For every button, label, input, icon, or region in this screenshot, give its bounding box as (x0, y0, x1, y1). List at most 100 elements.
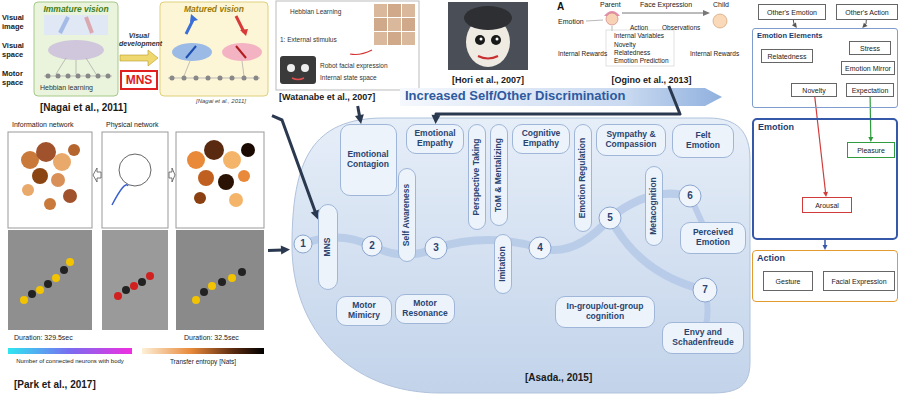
node-label: Relatedness (768, 53, 807, 60)
annotation-label: Action (630, 24, 648, 31)
node-label: ToM & Mentalizing (494, 138, 504, 212)
node-label: MNS (126, 73, 153, 87)
figure-panel: [Watanabe et al., 2007] (275, 0, 420, 106)
rect-art (388, 32, 401, 45)
node-label: MNS (323, 238, 333, 257)
ellipse-art (464, 6, 512, 30)
polygon-art (169, 168, 175, 182)
circle-art (66, 74, 71, 79)
stage-bubble: Metacognition (645, 166, 663, 246)
connector (823, 240, 828, 250)
node-label: Motor Resonance (400, 299, 450, 319)
node-label: Felt Emotion (678, 131, 728, 151)
circle-art (194, 76, 199, 81)
circle-art (53, 153, 71, 171)
node-label: Matured vision (160, 4, 268, 14)
circle-art (51, 173, 65, 187)
ellipse-art (48, 40, 104, 60)
connector (792, 20, 797, 28)
circle-art (713, 14, 727, 28)
callout-number: 4 (533, 241, 547, 255)
node-label: Stress (860, 45, 880, 52)
circle-art (242, 76, 247, 81)
rect-art (374, 18, 387, 31)
colorbar-label: Transfer entropy [Nats] (142, 358, 264, 365)
annotation-label: Emotion Prediction (614, 57, 669, 64)
path-art (292, 118, 750, 393)
node-label: Envy and Schadenfreude (668, 328, 738, 348)
rect-art (176, 132, 264, 228)
stage-bubble: Emotional Contagion (340, 124, 397, 196)
annotation-label: Visual development (119, 32, 159, 48)
circle-art (56, 74, 61, 79)
rect-art (388, 18, 401, 31)
circle-art (44, 198, 56, 210)
node-label: Cognitive Empathy (516, 129, 566, 149)
line-art (60, 17, 68, 33)
rect-art (402, 32, 415, 45)
banner-label: Increased Self/Other Discrimination (405, 89, 625, 104)
node-label: Emotion Elements (757, 31, 822, 40)
rect-art (160, 2, 268, 96)
group-box: Emotion ElementsRelatednessNoveltyStress… (752, 28, 898, 108)
connector-line (272, 116, 316, 213)
circle-art (287, 64, 295, 72)
circle-art (241, 143, 255, 157)
element-box: Relatedness (761, 49, 813, 63)
line-art (242, 61, 244, 76)
circle-art (119, 154, 151, 186)
annotation-label: Relatedness (614, 49, 650, 56)
path-art (478, 56, 498, 59)
rect-art (402, 4, 415, 17)
stage-bubble: MNS (318, 204, 338, 290)
connector-line (865, 20, 866, 25)
circle-art (60, 266, 68, 274)
circle-art (36, 142, 56, 162)
circle-art (182, 76, 187, 81)
stage-bubble: Envy and Schadenfreude (662, 322, 744, 354)
circle-art (229, 193, 243, 207)
path-art (292, 78, 304, 80)
line-art (236, 16, 244, 32)
callout-number: 7 (698, 283, 712, 297)
node-label: Expectation (852, 87, 889, 94)
connector (355, 106, 364, 124)
panel-letter: A (557, 1, 564, 13)
citation-label: [Nagai et al., 2011] (196, 98, 246, 105)
node-label: Arousal (815, 202, 839, 209)
circle-art (218, 76, 223, 81)
circle-art (96, 74, 101, 79)
circle-art (122, 286, 130, 294)
rect-art (102, 132, 168, 228)
circle-art (146, 272, 154, 280)
development-figure: [Asada., 2015]MNSEmotional ContagionSelf… (290, 86, 750, 394)
node-label: [Watanabe et al., 2007] (279, 92, 375, 102)
node-label: Immature vision (34, 4, 118, 14)
annotation-label: Novelty (614, 41, 636, 48)
rect-art (176, 230, 264, 330)
annotation-label: Observations (662, 24, 700, 31)
polygon-art (190, 14, 198, 22)
ellipse-art (222, 43, 262, 61)
rect-art (374, 32, 387, 45)
circle-art (130, 282, 138, 290)
rect-art (448, 2, 528, 70)
circle-art (66, 258, 74, 266)
circle-art (76, 74, 81, 79)
line-art (86, 17, 92, 33)
vision-panel: Matured vision (160, 2, 268, 96)
input-box: Other's Action (836, 4, 898, 20)
callout-number: 5 (603, 211, 617, 225)
circle-art (187, 151, 205, 169)
circle-art (238, 170, 250, 182)
annotation-label: Child (713, 1, 729, 9)
rect-art (276, 1, 419, 90)
connector-line (824, 240, 826, 246)
stage-bubble: Perspective Taking (468, 124, 486, 230)
node-label: Emotion Regulation (578, 138, 588, 218)
circle-art (496, 38, 499, 41)
annotation-label: Internal state space (320, 74, 377, 81)
path-art (112, 185, 128, 205)
figure-panel: [Ogino et al., 2013] (555, 0, 748, 86)
